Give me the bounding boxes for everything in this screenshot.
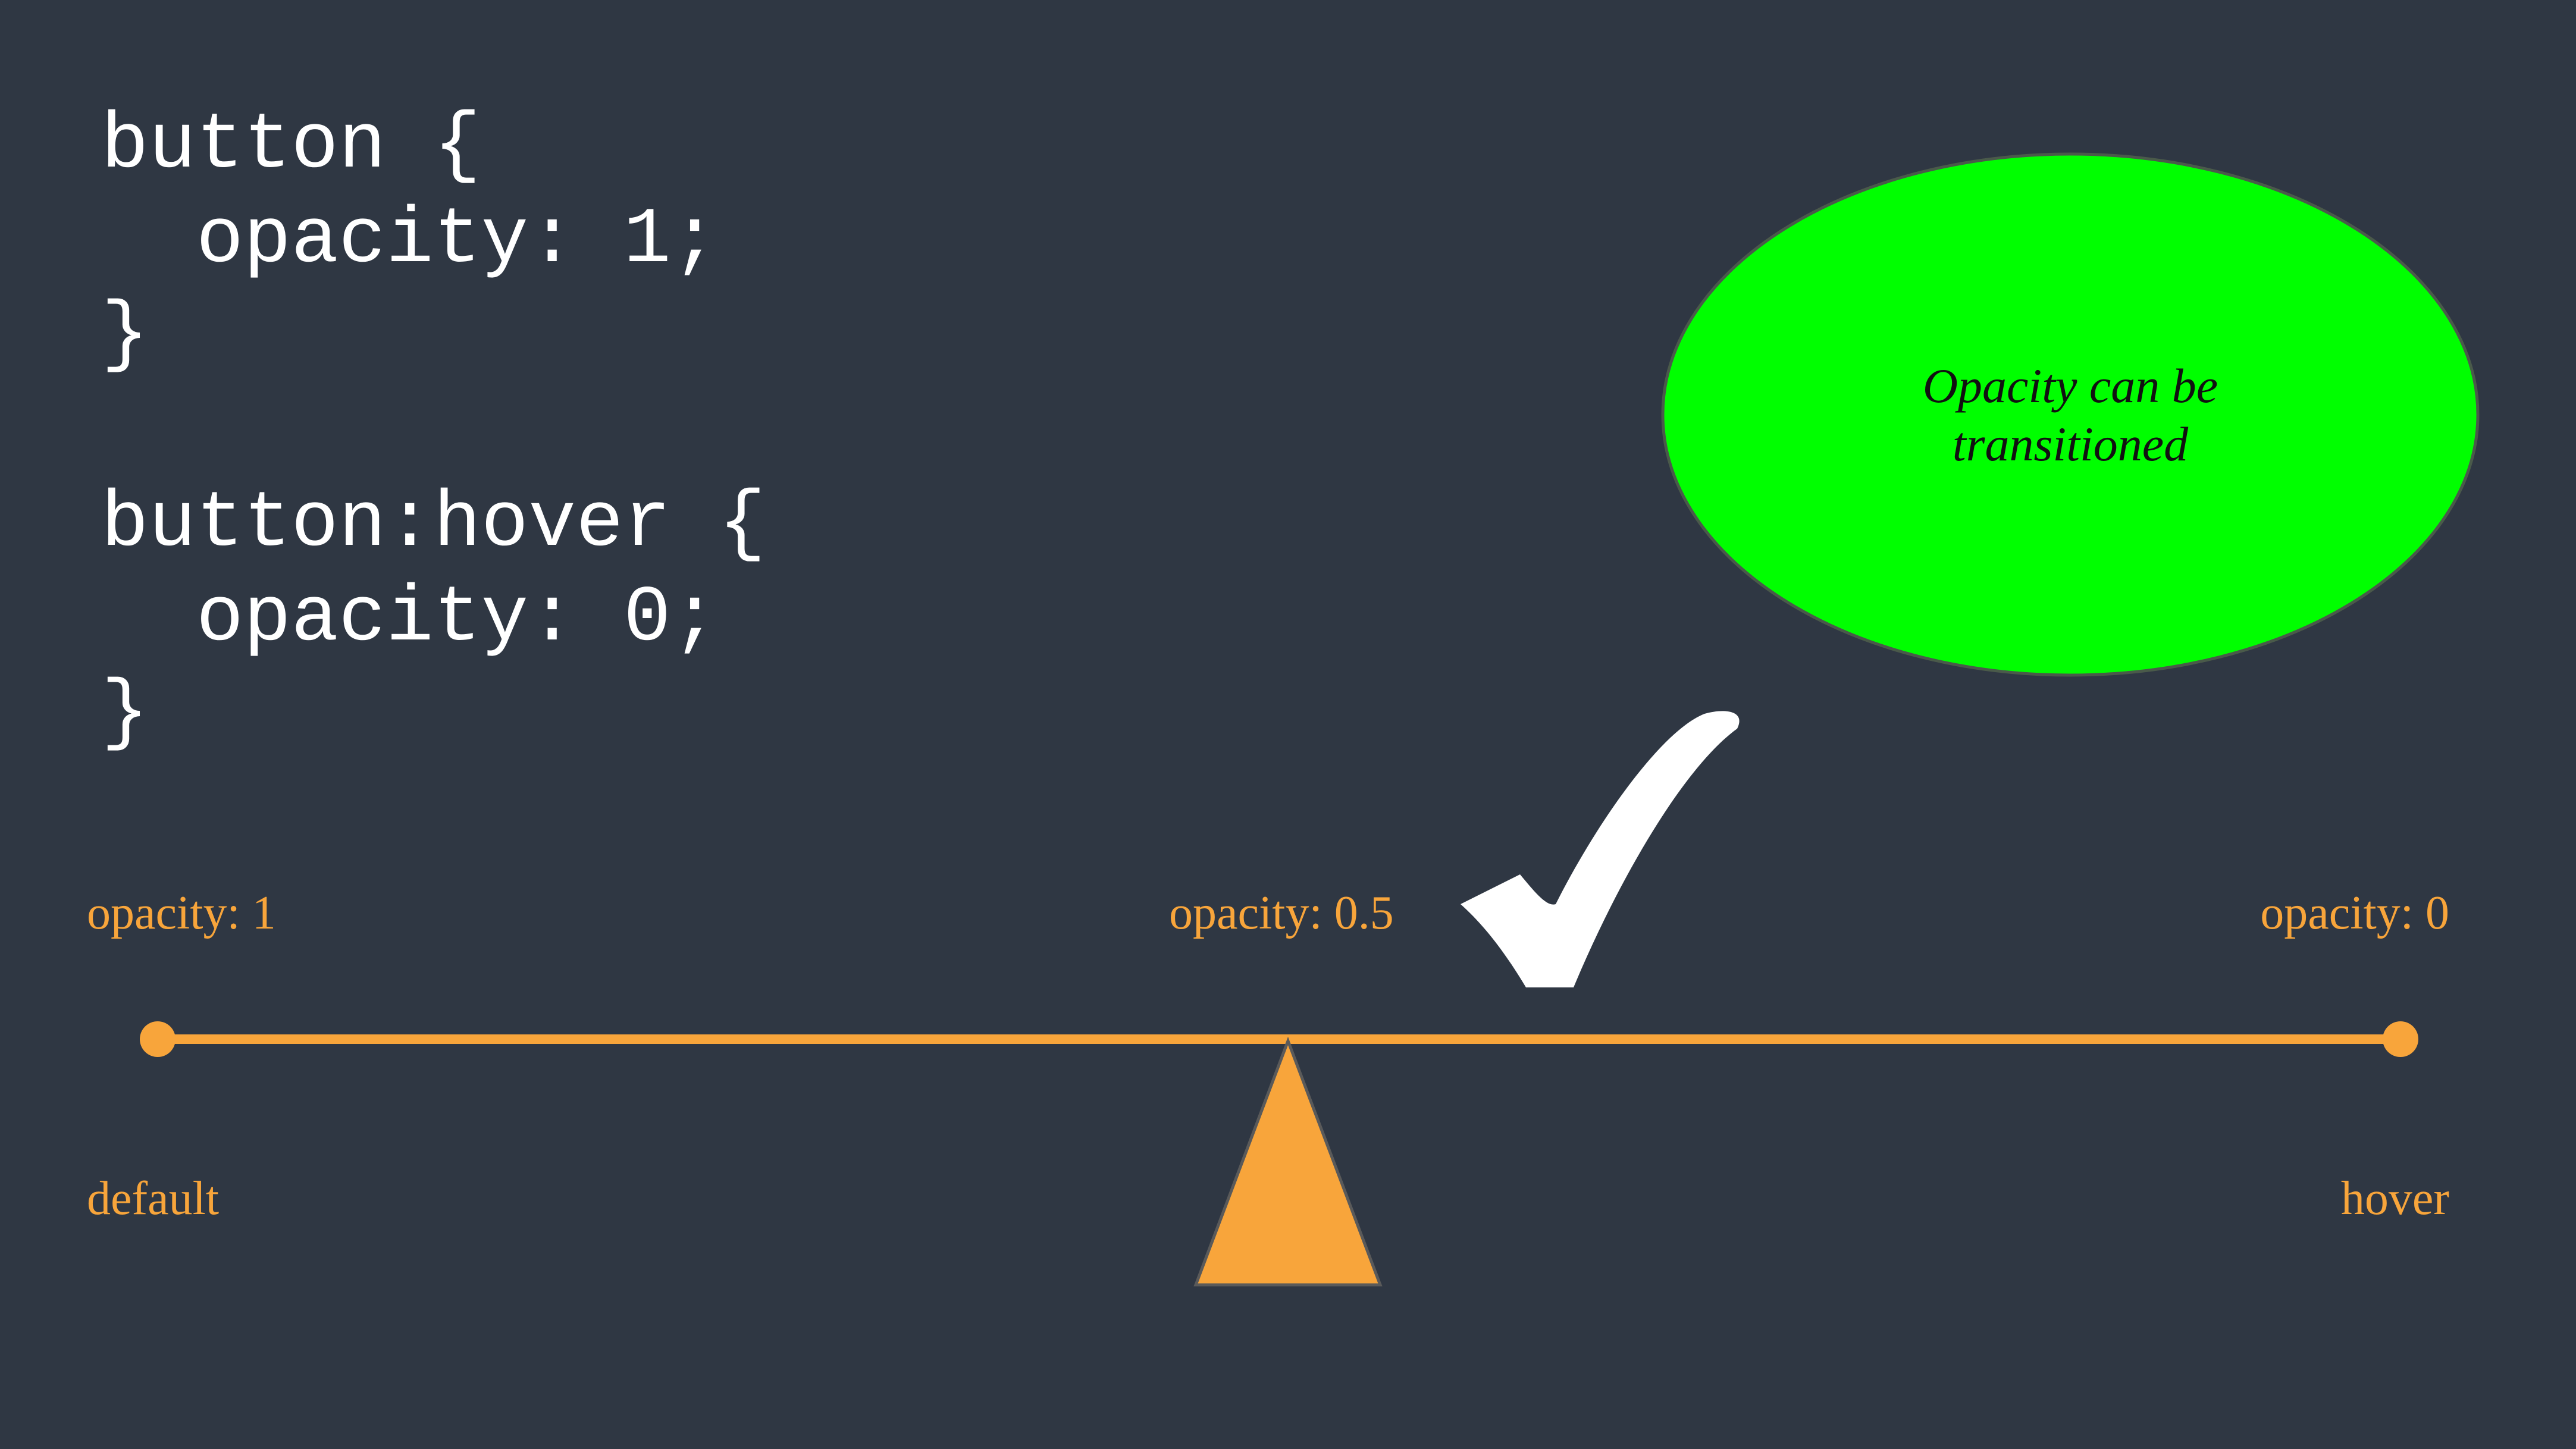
beam-endpoint-right [2383,1021,2418,1057]
speech-bubble-line: transitioned [1952,417,2189,471]
label-opacity-half: opacity: 0.5 [1169,887,1394,939]
speech-bubble-text: Opacity can be transitioned [1785,357,2356,473]
code-line: button:hover { [101,479,766,569]
code-line: opacity: 0; [101,573,719,663]
code-line: button { [101,101,481,190]
code-line: opacity: 1; [101,195,719,285]
code-block: button { opacity: 1;} button:hover { opac… [101,98,766,760]
beam-endpoint-left [140,1021,176,1057]
checkmark-icon [1461,711,1740,987]
label-opacity-1: opacity: 1 [87,887,276,939]
code-line: } [101,290,149,380]
triangle-fulcrum [1193,1036,1383,1287]
speech-bubble [1661,152,2480,677]
code-line: } [101,668,149,758]
speech-bubble-line: Opacity can be [1922,359,2218,413]
label-opacity-0: opacity: 0 [2260,887,2449,939]
label-hover: hover [2340,1172,2449,1225]
label-default: default [87,1172,220,1225]
